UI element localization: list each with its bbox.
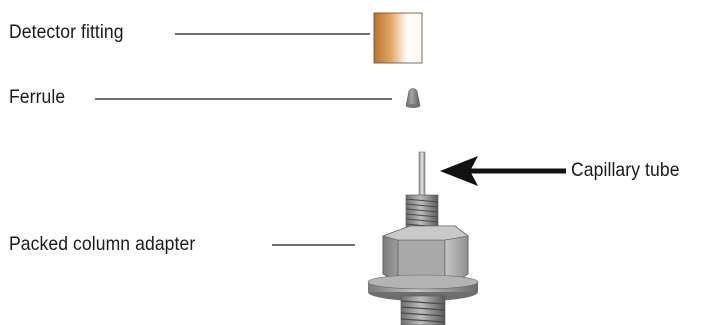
ferrule-part xyxy=(405,88,421,108)
ferrule-label: Ferrule xyxy=(9,86,66,108)
capillary-tube-arrow xyxy=(440,156,566,186)
packed-column-adapter-part xyxy=(367,151,479,325)
detector-fitting-part xyxy=(373,12,423,64)
capillary-tube-label: Capillary tube xyxy=(571,159,680,181)
capillary-tube-part xyxy=(418,151,426,200)
detector-fitting-label: Detector fitting xyxy=(9,21,124,43)
packed-column-adapter-label: Packed column adapter xyxy=(9,233,196,255)
